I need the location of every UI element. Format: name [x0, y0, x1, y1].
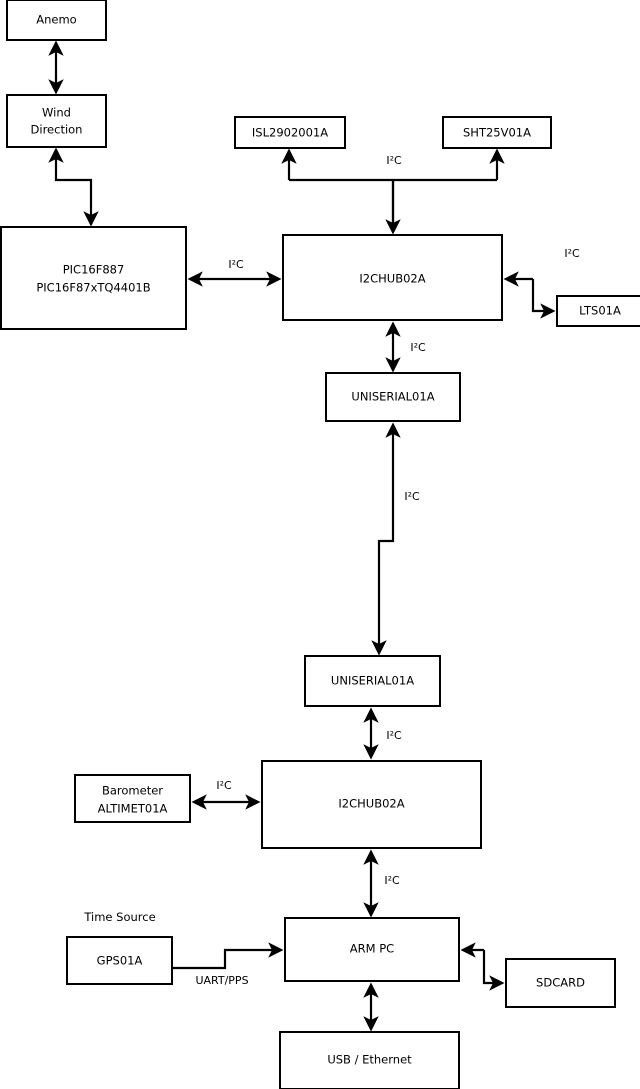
node-anemo[interactable]: Anemo	[6, 0, 107, 41]
edge-i2chub-lts01a: I²C	[503, 247, 580, 319]
edge-uniserial-i2chub-bottom: I²C	[363, 707, 402, 760]
node-i2chub02a-top[interactable]: I2CHUB02A	[282, 234, 503, 321]
node-usb-ethernet[interactable]: USB / Ethernet	[279, 1031, 460, 1089]
node-anemo-label: Anemo	[36, 13, 76, 27]
label-time-source: Time Source	[83, 910, 155, 924]
node-sdcard-label: SDCARD	[536, 976, 585, 990]
edge-barometer-i2chub-bottom: I²C	[191, 779, 261, 810]
node-sht25v01a-label: SHT25V01A	[463, 126, 531, 140]
node-barometer-label-line2: ALTIMET01A	[98, 802, 168, 816]
node-sht25v01a[interactable]: SHT25V01A	[442, 116, 552, 149]
node-i2chub02a-bottom-label: I2CHUB02A	[338, 797, 404, 811]
node-isl2902001a[interactable]: ISL2902001A	[234, 116, 346, 149]
node-isl2902001a-label: ISL2902001A	[252, 126, 328, 140]
time-source-text: Time Source	[83, 910, 155, 924]
edge-i2chub-uniserial-top: I²C	[385, 321, 426, 373]
node-pic16f887-label-line1: PIC16F887	[63, 263, 125, 277]
edge-label-i2chub-sensors: I²C	[386, 154, 402, 167]
node-uniserial01a-top[interactable]: UNISERIAL01A	[325, 372, 461, 422]
node-wind-direction[interactable]: Wind Direction	[6, 94, 107, 148]
node-lts01a-label: LTS01A	[579, 304, 621, 318]
node-arm-pc-label: ARM PC	[350, 942, 394, 956]
edge-label-barometer-i2chub: I²C	[216, 779, 232, 792]
node-wind-direction-label-line2: Direction	[31, 123, 83, 137]
edge-uniserial-uniserial: I²C	[371, 422, 420, 656]
node-barometer-altimet01a[interactable]: Barometer ALTIMET01A	[74, 774, 191, 823]
edge-label-uniserial-uniserial: I²C	[404, 490, 420, 503]
node-gps01a-label: GPS01A	[97, 954, 143, 968]
edge-label-uniserial-i2chub-bottom: I²C	[386, 729, 402, 742]
node-lts01a[interactable]: LTS01A	[556, 295, 640, 327]
node-arm-pc[interactable]: ARM PC	[284, 917, 460, 982]
edge-i2chub-sensors: I²C	[281, 148, 505, 235]
node-gps01a[interactable]: GPS01A	[66, 936, 173, 985]
edge-label-i2chub-lts01a: I²C	[564, 247, 580, 260]
edge-i2chub-bottom-armpc: I²C	[363, 849, 400, 918]
node-uniserial01a-bottom[interactable]: UNISERIAL01A	[304, 655, 441, 707]
edge-armpc-sdcard	[460, 942, 505, 991]
edge-pic-i2chub-top: I²C	[187, 258, 282, 287]
node-i2chub02a-bottom[interactable]: I2CHUB02A	[261, 760, 482, 849]
node-wind-direction-label-line1: Wind	[42, 106, 71, 120]
node-uniserial01a-top-label: UNISERIAL01A	[351, 390, 434, 404]
edge-label-gps-armpc: UART/PPS	[195, 974, 248, 987]
edge-label-i2chub-armpc: I²C	[384, 874, 400, 887]
node-sdcard[interactable]: SDCARD	[505, 958, 616, 1008]
edge-label-pic-i2chub: I²C	[228, 258, 244, 271]
edge-label-i2chub-uniserial: I²C	[410, 341, 426, 354]
node-usb-ethernet-label: USB / Ethernet	[327, 1053, 412, 1067]
edge-gps-armpc: UART/PPS	[172, 942, 284, 987]
node-pic16f887[interactable]: PIC16F887 PIC16F87xTQ4401B	[0, 226, 187, 330]
node-i2chub02a-top-label: I2CHUB02A	[359, 272, 425, 286]
node-pic16f887-label-line2: PIC16F87xTQ4401B	[36, 281, 150, 295]
edge-pic-wind-direction	[48, 147, 99, 227]
node-barometer-label-line1: Barometer	[102, 784, 163, 798]
node-uniserial01a-bottom-label: UNISERIAL01A	[331, 674, 414, 688]
